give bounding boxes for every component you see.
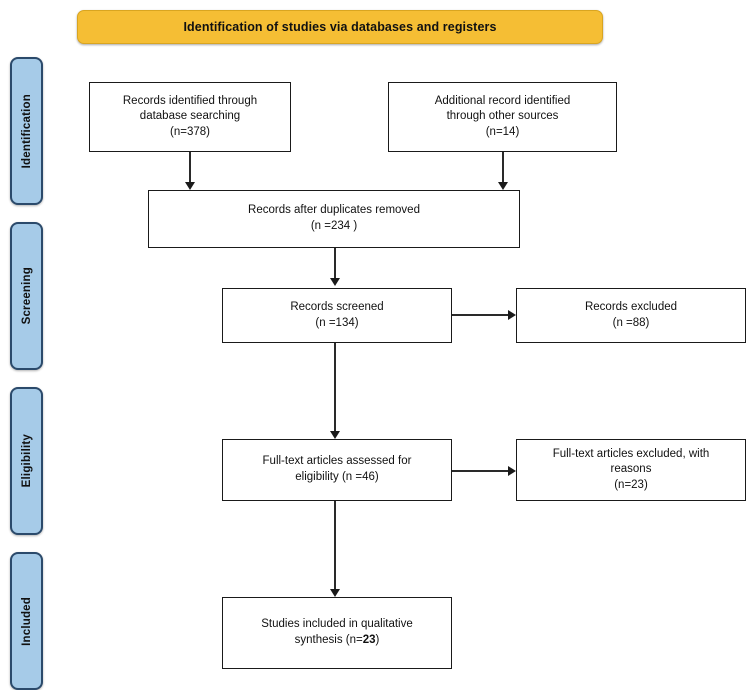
box-records-excluded-line2: (n =88): [612, 316, 650, 329]
box-other-sources: Additional record identified through oth…: [388, 82, 617, 152]
stage-label-identification: Identification: [10, 57, 43, 205]
box-other-sources-line2: through other sources: [446, 110, 559, 123]
box-database-search: Records identified through database sear…: [89, 82, 291, 152]
stage-label-screening-text: Screening: [20, 267, 33, 325]
arrowhead-screened-to-excluded: [508, 310, 516, 320]
box-records-excluded: Records excluded (n =88): [516, 288, 746, 343]
box-fulltext-excluded-line2: reasons: [610, 463, 652, 476]
box-other-sources-line1: Additional record identified: [434, 94, 571, 107]
stage-label-identification-text: Identification: [20, 93, 33, 169]
box-fulltext-assessed-line2: eligibility (n =46): [295, 471, 379, 483]
box-studies-included: Studies included in qualitative synthesi…: [222, 597, 452, 669]
arrowhead-duplicates-to-screened: [330, 278, 340, 286]
stage-label-included-text: Included: [20, 596, 33, 646]
box-fulltext-assessed: Full-text articles assessed for eligibil…: [222, 439, 452, 501]
box-database-search-line1: Records identified through: [122, 94, 258, 107]
arrowhead-other-sources-to-duplicates: [498, 182, 508, 190]
box-duplicates-removed: Records after duplicates removed (n =234…: [148, 190, 520, 248]
box-duplicates-removed-line1: Records after duplicates removed: [248, 204, 420, 217]
connector-fulltext-to-excluded: [452, 470, 510, 472]
box-other-sources-line3: (n=14): [485, 125, 520, 138]
stage-label-eligibility: Eligibility: [10, 387, 43, 535]
stage-label-screening: Screening: [10, 222, 43, 370]
box-studies-included-prefix: synthesis (n=: [294, 634, 363, 646]
connector-screened-to-fulltext: [334, 343, 336, 433]
box-duplicates-removed-line2: (n =234 ): [310, 220, 358, 232]
connector-other-sources-to-duplicates: [502, 152, 504, 184]
arrowhead-database-search-to-duplicates: [185, 182, 195, 190]
arrowhead-fulltext-to-excluded: [508, 466, 516, 476]
connector-screened-to-excluded: [452, 314, 510, 316]
box-studies-included-suffix: ): [375, 634, 380, 646]
box-records-screened-line1: Records screened: [290, 300, 384, 313]
stage-label-eligibility-text: Eligibility: [20, 434, 33, 488]
connector-database-search-to-duplicates: [189, 152, 191, 184]
connector-duplicates-to-screened: [334, 248, 336, 280]
box-fulltext-excluded: Full-text articles excluded, with reason…: [516, 439, 746, 501]
arrowhead-fulltext-to-included: [330, 589, 340, 597]
box-fulltext-excluded-line1: Full-text articles excluded, with: [552, 447, 710, 460]
box-studies-included-count: 23: [362, 634, 376, 646]
stage-label-included: Included: [10, 552, 43, 690]
box-database-search-line2: database searching: [139, 110, 241, 123]
box-records-screened: Records screened (n =134): [222, 288, 452, 343]
arrowhead-screened-to-fulltext: [330, 431, 340, 439]
banner-label: Identification of studies via databases …: [183, 20, 497, 34]
box-records-screened-line2: (n =134): [315, 316, 359, 329]
box-database-search-line3: (n=378): [170, 125, 210, 138]
diagram-banner-title: Identification of studies via databases …: [77, 10, 603, 44]
box-fulltext-assessed-line1: Full-text articles assessed for: [262, 455, 412, 468]
box-records-excluded-line1: Records excluded: [584, 300, 678, 313]
connector-fulltext-to-included: [334, 501, 336, 591]
box-studies-included-line1: Studies included in qualitative: [261, 618, 413, 631]
box-fulltext-excluded-line3: (n=23): [614, 478, 648, 491]
box-studies-included-line2: synthesis (n=23): [229, 633, 445, 649]
